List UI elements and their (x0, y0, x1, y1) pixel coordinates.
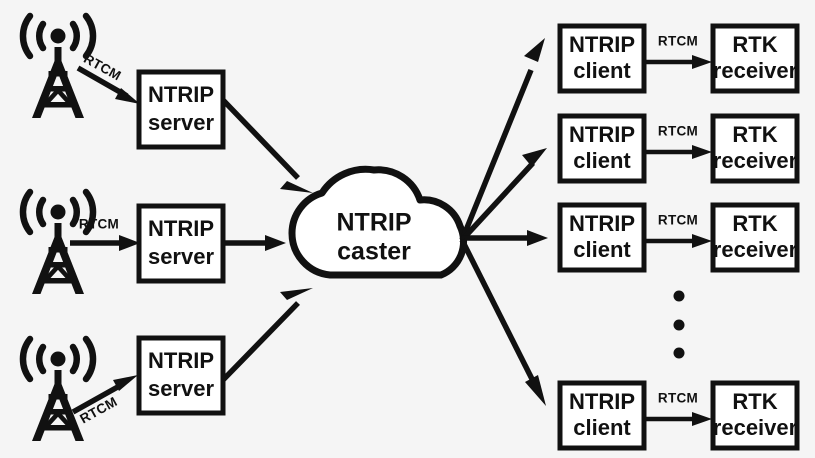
rtcm-label-consumer-n: RTCM (658, 391, 698, 406)
ntrip-client-label-n-line1: NTRIP (569, 389, 635, 414)
flow-caster-to-client2 (459, 148, 547, 242)
rtk-receiver-label-n-line2: receiver (713, 415, 798, 440)
flow-server3-to-caster (221, 288, 313, 382)
rtk-receiver-label-2-line1: RTK (732, 122, 777, 147)
rtcm-label-consumer-3: RTCM (658, 213, 698, 228)
ntrip-client-box-1[interactable]: NTRIP client (557, 23, 647, 94)
rtcm-label-1: RTCM (81, 51, 123, 84)
ntrip-client-label-2-line2: client (573, 148, 631, 173)
rtcm-label-consumer-1: RTCM (658, 34, 698, 49)
ntrip-server-box-3[interactable]: NTRIP server (136, 335, 226, 416)
ntrip-server-label-1-line1: NTRIP (148, 82, 214, 107)
ntrip-client-label-3-line1: NTRIP (569, 211, 635, 236)
ntrip-server-label-3-line1: NTRIP (148, 348, 214, 373)
rtcm-link-clientn-receivern: RTCM (646, 391, 712, 426)
radio-tower-icon-1 (23, 16, 93, 118)
ntrip-server-box-2[interactable]: NTRIP server (136, 203, 226, 284)
rtk-receiver-label-2-line2: receiver (713, 148, 798, 173)
flow-caster-to-client3 (462, 230, 548, 246)
ntrip-caster-label-line2: caster (337, 238, 411, 266)
rtcm-link-tower3-server3: RTCM (71, 375, 138, 426)
ntrip-server-box-1[interactable]: NTRIP server (136, 69, 226, 150)
flow-caster-to-client1 (459, 38, 545, 242)
rtcm-link-tower2-server2: RTCM (70, 217, 140, 251)
rtk-receiver-label-3-line2: receiver (713, 237, 798, 262)
rtk-receiver-label-1-line2: receiver (713, 58, 798, 83)
ntrip-server-label-2-line1: NTRIP (148, 216, 214, 241)
rtcm-link-client1-receiver1: RTCM (646, 34, 712, 69)
flow-caster-to-client-n (459, 238, 546, 406)
vertical-ellipsis-icon (673, 290, 685, 359)
rtcm-label-consumer-2: RTCM (658, 124, 698, 139)
ntrip-client-label-3-line2: client (573, 237, 631, 262)
flow-server1-to-caster (221, 98, 313, 193)
rtcm-link-client3-receiver3: RTCM (646, 213, 712, 248)
ntrip-server-label-1-line2: server (148, 110, 215, 135)
ntrip-client-box-3[interactable]: NTRIP client (557, 202, 647, 273)
rtcm-link-client2-receiver2: RTCM (646, 124, 712, 159)
ntrip-client-box-n[interactable]: NTRIP client (557, 380, 647, 451)
radio-tower-icon-3 (23, 339, 93, 441)
ntrip-client-label-n-line2: client (573, 415, 631, 440)
rtk-receiver-label-1-line1: RTK (732, 32, 777, 57)
rtk-receiver-box-2[interactable]: RTK receiver (710, 113, 800, 184)
ntrip-client-label-2-line1: NTRIP (569, 122, 635, 147)
rtk-receiver-box-n[interactable]: RTK receiver (710, 380, 800, 451)
rtcm-link-tower1-server1: RTCM (76, 51, 140, 104)
rtk-receiver-label-3-line1: RTK (732, 211, 777, 236)
rtk-receiver-label-n-line1: RTK (732, 389, 777, 414)
rtk-receiver-box-1[interactable]: RTK receiver (710, 23, 800, 94)
flow-server2-to-caster (223, 235, 286, 251)
ntrip-caster-label-line1: NTRIP (337, 209, 412, 237)
rtk-receiver-box-3[interactable]: RTK receiver (710, 202, 800, 273)
ntrip-client-label-1-line2: client (573, 58, 631, 83)
ntrip-caster-cloud[interactable]: NTRIP caster (288, 165, 468, 279)
ntrip-client-label-1-line1: NTRIP (569, 32, 635, 57)
ntrip-server-label-2-line2: server (148, 244, 215, 269)
ntrip-client-box-2[interactable]: NTRIP client (557, 113, 647, 184)
ntrip-server-label-3-line2: server (148, 376, 215, 401)
rtcm-label-2: RTCM (79, 217, 119, 232)
